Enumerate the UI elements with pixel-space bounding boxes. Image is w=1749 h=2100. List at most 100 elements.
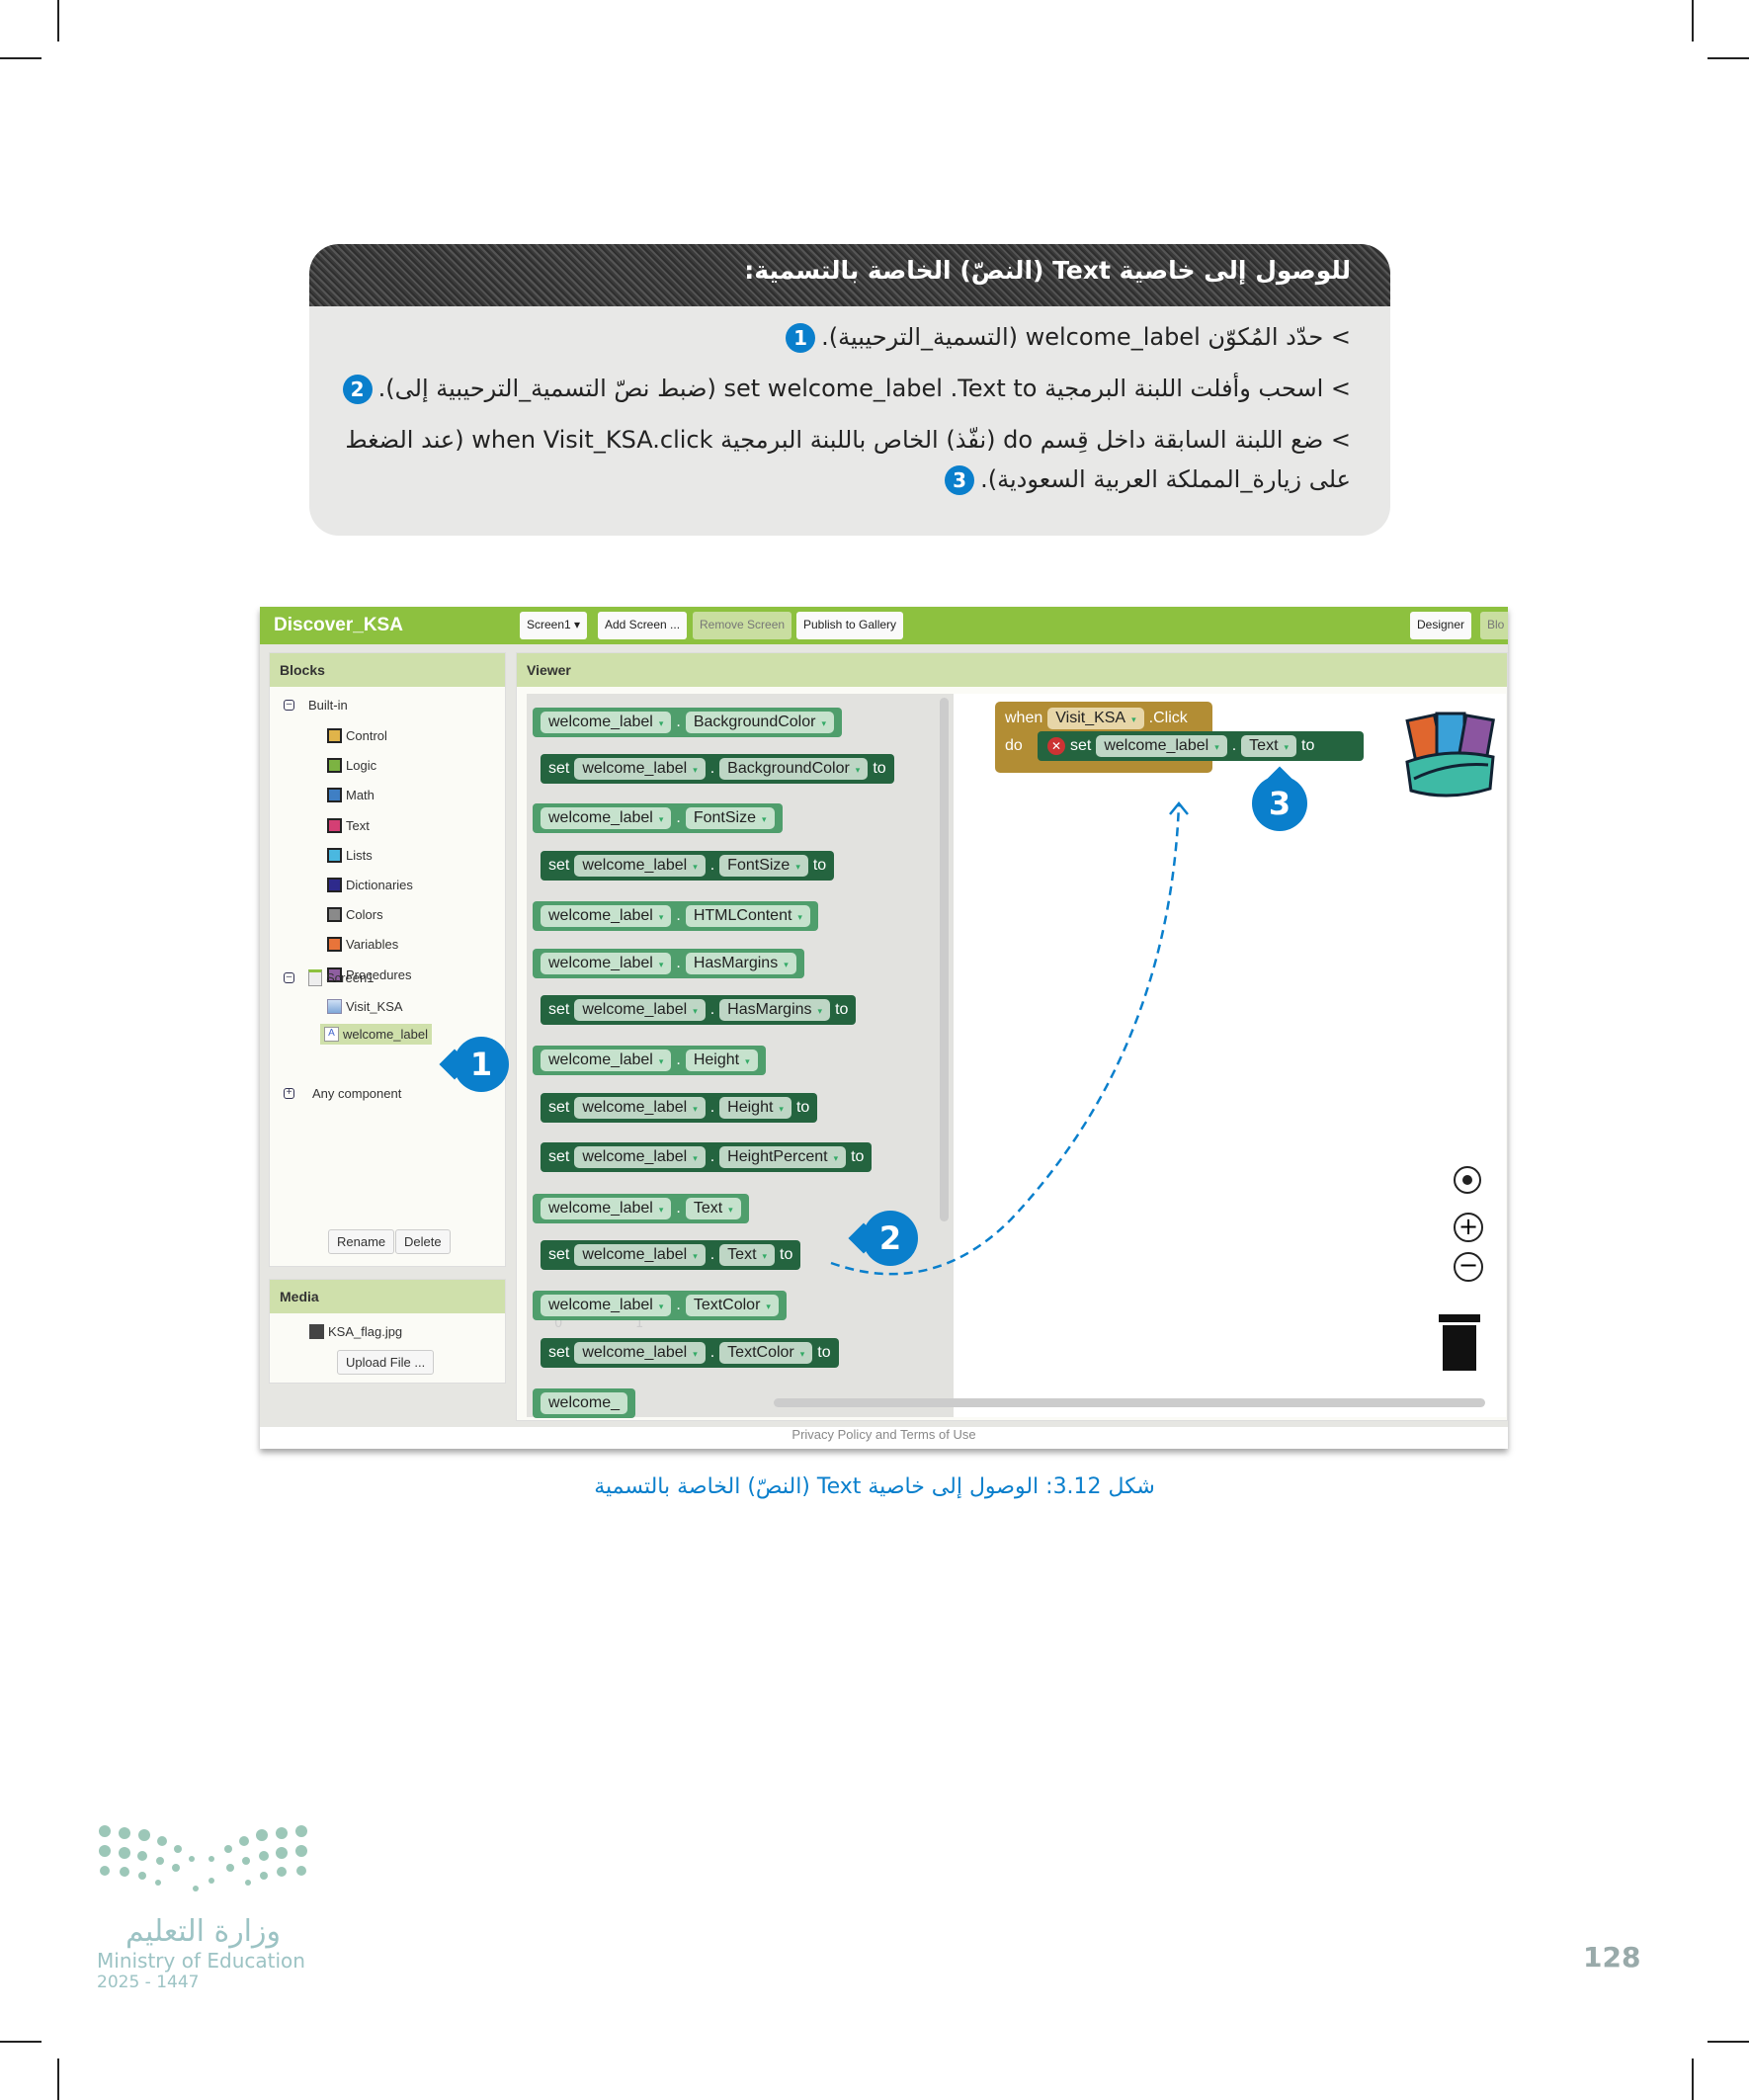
trash-icon[interactable]	[1443, 1325, 1476, 1371]
tree-category-colors[interactable]: Colors	[327, 907, 383, 923]
component-dropdown[interactable]: welcome_label▾	[541, 953, 672, 974]
component-dropdown[interactable]: welcome_label▾	[574, 1097, 706, 1119]
component-dropdown[interactable]: Visit_KSA▾	[1047, 708, 1144, 729]
component-dropdown[interactable]: welcome_label▾	[541, 1050, 672, 1071]
blocks-button[interactable]: Blo	[1480, 612, 1508, 639]
tree-category-text[interactable]: Text	[327, 817, 370, 833]
getter-block-hasmargins[interactable]: welcome_label▾.HasMargins▾	[533, 949, 804, 978]
publish-gallery-button[interactable]: Publish to Gallery	[796, 612, 904, 639]
button-icon	[327, 999, 342, 1014]
component-dropdown[interactable]: welcome_label▾	[541, 712, 672, 733]
getter-block-textcolor[interactable]: welcome_label▾.TextColor▾	[533, 1291, 787, 1320]
property-dropdown[interactable]: TextColor▾	[685, 1295, 779, 1316]
component-dropdown[interactable]: welcome_label▾	[541, 807, 672, 829]
category-swatch-icon	[327, 847, 342, 863]
property-dropdown[interactable]: Text▾	[1241, 735, 1297, 757]
logo-dots-icon	[99, 1825, 307, 1891]
tree-category-control[interactable]: Control	[327, 728, 387, 743]
horizontal-scrollbar[interactable]	[774, 1398, 1485, 1407]
property-dropdown[interactable]: Height▾	[685, 1050, 758, 1071]
getter-block-height[interactable]: welcome_label▾.Height▾	[533, 1046, 766, 1075]
upload-file-button[interactable]: Upload File ...	[337, 1350, 435, 1375]
viewer-header: Viewer	[517, 653, 1507, 687]
delete-button[interactable]: Delete	[395, 1229, 451, 1254]
collapse-icon[interactable]: –	[284, 700, 294, 711]
footer-link[interactable]: Privacy Policy and Terms of Use	[260, 1427, 1508, 1449]
screen-select[interactable]: Screen1 ▾	[520, 612, 588, 639]
tree-category-dictionaries[interactable]: Dictionaries	[327, 878, 413, 892]
ministry-logo: وزارة التعليم Ministry of Education 2025…	[97, 1823, 309, 2011]
tree-screen1[interactable]: –Screen1	[284, 969, 374, 986]
property-dropdown[interactable]: Text▾	[685, 1198, 741, 1219]
tree-category-logic[interactable]: Logic	[327, 758, 376, 774]
label-icon: A	[324, 1027, 339, 1042]
tree-category-variables[interactable]: Variables	[327, 937, 398, 953]
designer-button[interactable]: Designer	[1410, 612, 1472, 639]
property-dropdown[interactable]: FontSize▾	[719, 855, 808, 877]
component-dropdown[interactable]: welcome_	[541, 1392, 628, 1414]
component-dropdown[interactable]: welcome_label▾	[574, 999, 706, 1021]
tree-any-component[interactable]: +Any component	[284, 1086, 401, 1101]
component-dropdown[interactable]: welcome_label▾	[574, 758, 706, 780]
component-dropdown[interactable]: welcome_label▾	[574, 1342, 706, 1364]
tree-category-math[interactable]: Math	[327, 788, 375, 803]
expand-icon[interactable]: +	[284, 1088, 294, 1099]
getter-block-text[interactable]: welcome_label▾.Text▾	[533, 1194, 749, 1223]
tree-category-procedures[interactable]: Procedures	[327, 966, 411, 982]
property-dropdown[interactable]: BackgroundColor▾	[685, 712, 834, 733]
property-dropdown[interactable]: HTMLContent▾	[685, 905, 810, 927]
add-screen-button[interactable]: Add Screen ...	[598, 612, 688, 639]
property-dropdown[interactable]: Text▾	[719, 1244, 776, 1266]
media-file[interactable]: KSA_flag.jpg	[309, 1324, 402, 1339]
workspace[interactable]	[954, 694, 1506, 1417]
category-swatch-icon	[327, 728, 342, 743]
component-dropdown[interactable]: welcome_label▾	[1096, 735, 1227, 757]
screen-icon	[308, 969, 322, 986]
collapse-icon[interactable]: –	[284, 972, 294, 983]
tree-builtin[interactable]: –Built-in	[284, 698, 348, 713]
recenter-icon[interactable]	[1454, 1166, 1481, 1194]
property-dropdown[interactable]: BackgroundColor▾	[719, 758, 869, 780]
rename-button[interactable]: Rename	[328, 1229, 395, 1254]
property-dropdown[interactable]: HasMargins▾	[719, 999, 831, 1021]
zoom-out-icon[interactable]: −	[1454, 1252, 1483, 1282]
backpack-icon[interactable]	[1399, 708, 1503, 801]
category-swatch-icon	[327, 966, 342, 982]
property-dropdown[interactable]: Height▾	[719, 1097, 791, 1119]
getter-block-fontsize[interactable]: welcome_label▾.FontSize▾	[533, 803, 783, 833]
warning-count: 0	[554, 1316, 563, 1331]
getter-block-partial[interactable]: welcome_	[533, 1388, 636, 1418]
component-dropdown[interactable]: welcome_label▾	[541, 1295, 672, 1316]
component-dropdown[interactable]: welcome_label▾	[541, 905, 672, 927]
component-dropdown[interactable]: welcome_label▾	[574, 1146, 706, 1168]
zoom-in-icon[interactable]: +	[1454, 1213, 1483, 1242]
step-2: > اسحب وأفلت اللبنة البرمجية set welcome…	[337, 375, 1351, 404]
getter-block-htmlcontent[interactable]: welcome_label▾.HTMLContent▾	[533, 901, 818, 931]
component-dropdown[interactable]: welcome_label▾	[541, 1198, 672, 1219]
app-inventor-window: Discover_KSA Screen1 ▾ Add Screen ... Re…	[260, 607, 1508, 1449]
top-bar: Discover_KSA Screen1 ▾ Add Screen ... Re…	[260, 607, 1508, 644]
component-dropdown[interactable]: welcome_label▾	[574, 1244, 706, 1266]
set-text-block-placed[interactable]: ✕ set welcome_label▾. Text▾ to	[1038, 731, 1364, 761]
getter-block-backgroundcolor[interactable]: welcome_label▾.BackgroundColor▾	[533, 708, 842, 737]
component-dropdown[interactable]: welcome_label▾	[574, 855, 706, 877]
tree-category-lists[interactable]: Lists	[327, 847, 373, 863]
media-panel: Media	[269, 1279, 506, 1384]
tree-visit-ksa[interactable]: Visit_KSA	[327, 999, 403, 1014]
property-dropdown[interactable]: TextColor▾	[719, 1342, 813, 1364]
remove-screen-button[interactable]: Remove Screen	[693, 612, 792, 639]
flyout-scrollbar[interactable]	[940, 698, 949, 1221]
category-swatch-icon	[327, 937, 342, 953]
image-icon	[309, 1324, 324, 1339]
property-dropdown[interactable]: HasMargins▾	[685, 953, 796, 974]
property-dropdown[interactable]: FontSize▾	[685, 807, 775, 829]
property-dropdown[interactable]: HeightPercent▾	[719, 1146, 847, 1168]
